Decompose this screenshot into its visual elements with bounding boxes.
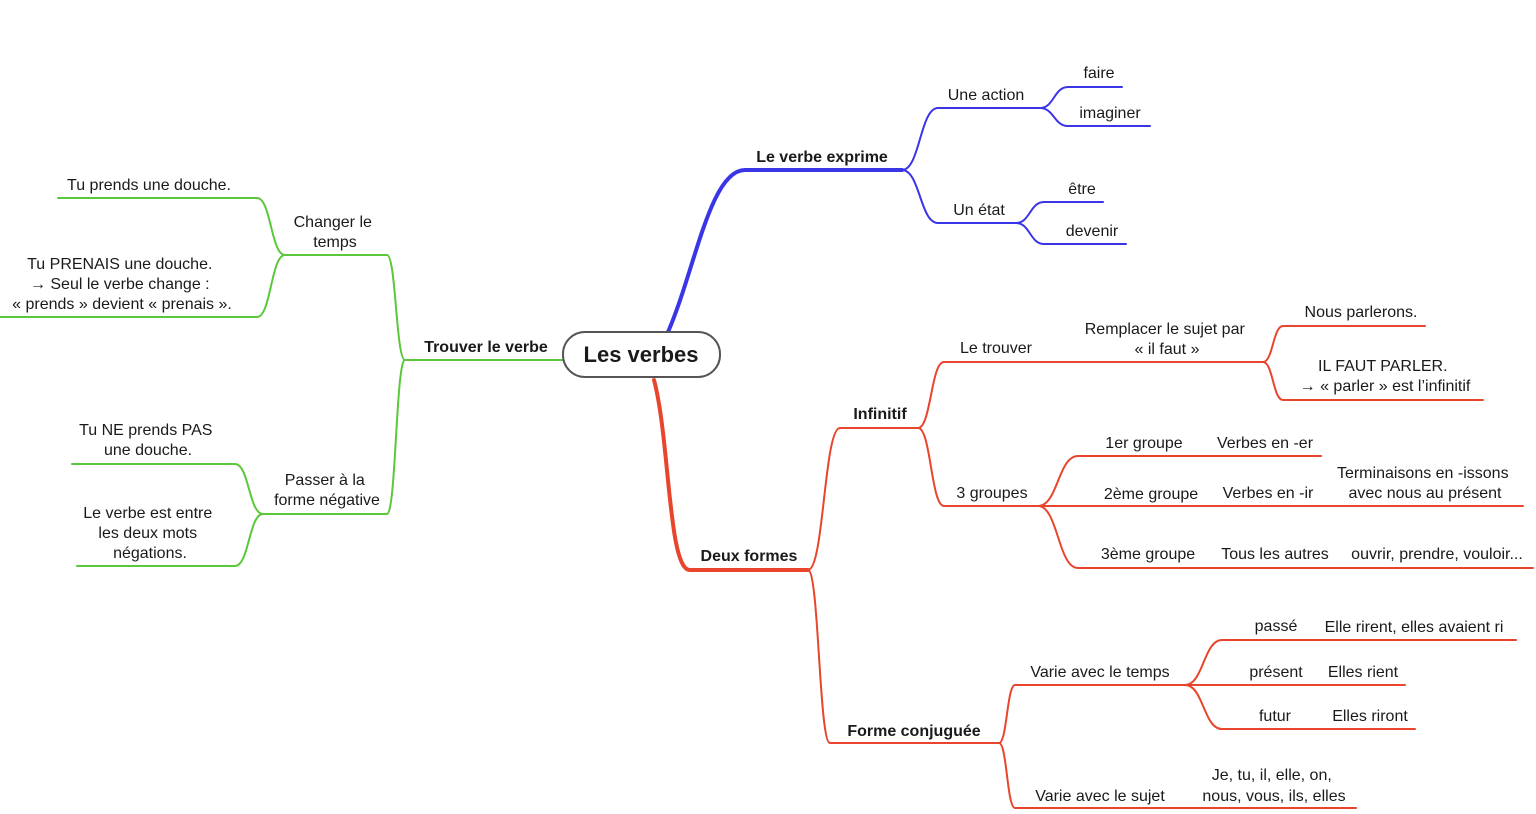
- node-example-negations[interactable]: Le verbe est entre les deux mots négatio…: [83, 505, 216, 562]
- node-verbes-en-er[interactable]: Verbes en -er: [1217, 435, 1314, 452]
- node-passe[interactable]: passé: [1255, 618, 1298, 635]
- link-1er-groupe: [1037, 455, 1322, 507]
- node-elles-riront[interactable]: Elles riront: [1332, 708, 1408, 725]
- node-line: → Seul le verbe change :: [30, 276, 210, 293]
- link-devenir: [1015, 222, 1127, 245]
- node-un-etat[interactable]: Un état: [953, 202, 1005, 219]
- root-node-frame: [562, 331, 721, 378]
- node-line: Le verbe est entre: [83, 505, 212, 522]
- link-example-prenais: [0, 254, 286, 318]
- node-forme-negative[interactable]: Passer à la forme négative: [274, 472, 380, 509]
- node-nous-parlerons[interactable]: Nous parlerons.: [1305, 304, 1418, 321]
- link-example-negations: [76, 513, 264, 567]
- link-nous-parlerons: [1262, 325, 1426, 363]
- link-passe: [1184, 639, 1517, 686]
- link-deux-formes: [652, 378, 810, 572]
- node-line: Tu NE prends PAS: [79, 422, 212, 439]
- link-example-prends: [57, 197, 286, 256]
- node-une-action[interactable]: Une action: [948, 87, 1025, 104]
- node-pronoms[interactable]: Je, tu, il, elle, on, nous, vous, ils, e…: [1202, 767, 1345, 805]
- link-example-ne-pas: [71, 463, 264, 515]
- connector-lines: [0, 86, 1534, 809]
- node-line: Remplacer le sujet par: [1085, 321, 1246, 338]
- link-varie-avec-le-temps: [998, 684, 1186, 744]
- link-forme-conjuguee: [807, 569, 1000, 744]
- link-faire: [1039, 86, 1123, 109]
- node-example-prenais[interactable]: Tu PRENAIS une douche. → Seul le verbe c…: [12, 256, 232, 313]
- link-infinitif: [807, 427, 919, 571]
- node-line: forme négative: [274, 492, 380, 509]
- node-1er-groupe[interactable]: 1er groupe: [1105, 435, 1182, 452]
- branch-deux-formes: Deux formes Infinitif Le trouver Remplac…: [701, 304, 1523, 805]
- node-line: « prends » devient « prenais ».: [12, 296, 232, 313]
- node-line: nous, vous, ils, elles: [1202, 788, 1345, 805]
- node-etre[interactable]: être: [1068, 181, 1096, 198]
- node-futur[interactable]: futur: [1259, 708, 1292, 725]
- branch-trouver-le-verbe: Trouver le verbe Changer le temps Tu pre…: [12, 177, 548, 562]
- node-2eme-groupe[interactable]: 2ème groupe: [1104, 486, 1198, 503]
- node-le-trouver[interactable]: Le trouver: [960, 340, 1033, 357]
- node-tous-les-autres[interactable]: Tous les autres: [1221, 546, 1329, 563]
- node-imaginer[interactable]: imaginer: [1079, 105, 1141, 122]
- node-3eme-groupe[interactable]: 3ème groupe: [1101, 546, 1195, 563]
- node-deux-formes[interactable]: Deux formes: [701, 548, 798, 565]
- node-line: IL FAUT PARLER.: [1318, 358, 1448, 375]
- link-etre: [1015, 201, 1104, 224]
- link-futur: [1184, 684, 1416, 730]
- link-un-etat: [901, 169, 1017, 224]
- node-terminaisons-issons[interactable]: Terminaisons en -issons avec nous au pré…: [1337, 465, 1513, 502]
- node-line: temps: [313, 234, 357, 251]
- node-verbe-exprime[interactable]: Le verbe exprime: [756, 149, 888, 166]
- node-trouver-le-verbe[interactable]: Trouver le verbe: [424, 339, 548, 356]
- node-varie-avec-le-temps[interactable]: Varie avec le temps: [1030, 664, 1169, 681]
- node-elles-rient[interactable]: Elles rient: [1328, 664, 1399, 681]
- link-varie-avec-le-sujet: [998, 742, 1357, 809]
- root-node[interactable]: Les verbes: [562, 331, 721, 378]
- node-changer-le-temps[interactable]: Changer le temps: [294, 214, 377, 251]
- link-une-action: [901, 107, 1041, 171]
- node-line: une douche.: [104, 442, 192, 459]
- node-faire[interactable]: faire: [1083, 65, 1114, 82]
- node-line: Terminaisons en -issons: [1337, 465, 1509, 482]
- node-line: → « parler » est l’infinitif: [1300, 378, 1471, 395]
- node-line: « il faut »: [1135, 341, 1200, 358]
- root-node-label: Les verbes: [584, 342, 699, 367]
- link-le-trouver: [917, 361, 1264, 429]
- node-line: Passer à la: [285, 472, 365, 489]
- node-example-ne-pas[interactable]: Tu NE prends PAS une douche.: [79, 422, 217, 459]
- link-3eme-groupe: [1037, 505, 1534, 569]
- node-verbes-en-ir[interactable]: Verbes en -ir: [1223, 485, 1314, 502]
- node-line: Tu PRENAIS une douche.: [27, 256, 212, 273]
- node-present[interactable]: présent: [1249, 664, 1303, 681]
- node-forme-conjuguee[interactable]: Forme conjuguée: [847, 723, 980, 740]
- link-changer-le-temps: [284, 254, 406, 361]
- node-line: avec nous au présent: [1349, 485, 1503, 502]
- node-ouvrir-prendre-vouloir[interactable]: ouvrir, prendre, vouloir...: [1351, 546, 1523, 563]
- link-verbe-exprime: [666, 168, 904, 334]
- link-il-faut-parler: [1262, 361, 1484, 401]
- node-3-groupes[interactable]: 3 groupes: [956, 485, 1027, 502]
- node-infinitif[interactable]: Infinitif: [853, 406, 907, 423]
- node-line: Tu prends une douche.: [67, 177, 231, 194]
- node-line: négations.: [113, 545, 187, 562]
- node-line: les deux mots: [98, 525, 197, 542]
- node-varie-avec-le-sujet[interactable]: Varie avec le sujet: [1035, 788, 1165, 805]
- node-line: Changer le: [294, 214, 372, 231]
- node-example-prends[interactable]: Tu prends une douche.: [67, 177, 231, 194]
- link-3-groupes: [917, 427, 1039, 507]
- node-remplacer-sujet[interactable]: Remplacer le sujet par « il faut »: [1085, 321, 1250, 358]
- link-imaginer: [1039, 107, 1151, 127]
- branch-verbe-exprime: Le verbe exprime Une action faire imagin…: [756, 65, 1141, 240]
- node-il-faut-parler[interactable]: IL FAUT PARLER. → « parler » est l’infin…: [1300, 358, 1471, 395]
- node-line: Je, tu, il, elle, on,: [1212, 767, 1332, 784]
- node-devenir[interactable]: devenir: [1066, 223, 1119, 240]
- node-elle-rirent[interactable]: Elle rirent, elles avaient ri: [1325, 619, 1504, 636]
- link-forme-negative: [262, 359, 406, 515]
